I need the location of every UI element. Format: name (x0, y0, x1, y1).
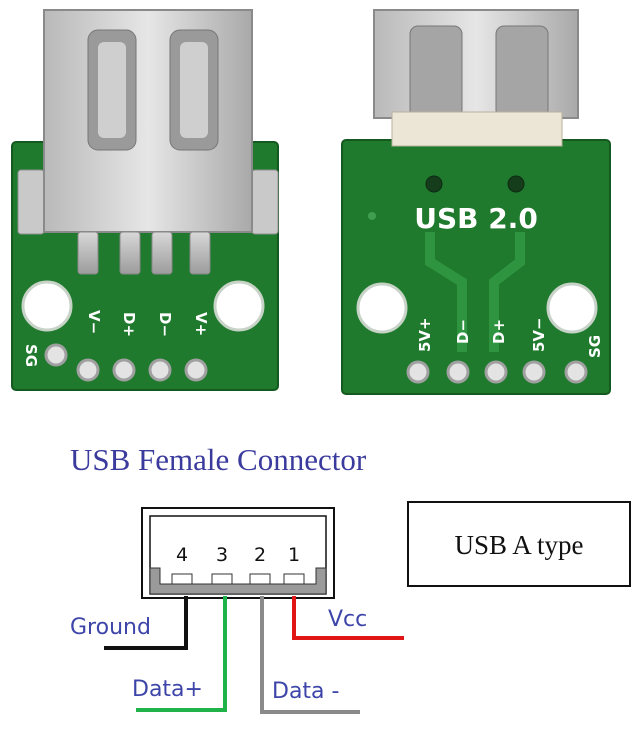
right-label-d-plus: D+ (490, 319, 508, 344)
right-shield-tab (251, 169, 279, 235)
right-board-photo: USB 2.0 5V+ D− D+ 5V− SG (341, 9, 611, 395)
right-pcb (341, 139, 611, 395)
type-label-box: USB A type (407, 501, 631, 587)
pin-number-3: 3 (216, 544, 228, 566)
label-ground: Ground (70, 615, 151, 640)
usb-metal-shell (43, 9, 253, 233)
pin-number-1: 1 (288, 544, 300, 566)
right-label-d-minus: D− (454, 319, 472, 344)
right-label-sg: SG (586, 335, 604, 358)
right-label-5v-minus: 5V− (530, 317, 548, 352)
left-board-photo: SG V− D+ D− V+ (11, 9, 279, 391)
left-label-d-plus: D+ (120, 312, 138, 337)
right-solder-pads (406, 360, 588, 384)
type-label: USB A type (454, 530, 583, 560)
label-data-plus: Data+ (132, 677, 203, 702)
left-solder-pads (44, 343, 208, 382)
left-pin-legs (77, 231, 211, 275)
right-mount-hole-2 (546, 282, 598, 334)
connector-outline (141, 507, 335, 599)
label-vcc: Vcc (328, 607, 367, 632)
left-label-sg: SG (22, 344, 40, 367)
wire-ground (104, 596, 188, 650)
right-board-title: USB 2.0 (414, 202, 538, 235)
left-label-v-minus: V− (85, 310, 103, 334)
diagram-heading: USB Female Connector (70, 442, 367, 477)
wire-data-plus (136, 596, 227, 712)
left-mount-hole-2 (213, 280, 265, 332)
right-mount-hole-1 (356, 282, 408, 334)
wire-vcc (292, 596, 404, 640)
label-data-minus: Data - (272, 679, 339, 704)
pin-number-2: 2 (254, 544, 266, 566)
left-label-d-minus: D− (156, 312, 174, 337)
wire-data-minus (260, 596, 360, 714)
left-label-v-plus: V+ (192, 312, 210, 336)
left-mount-hole-1 (21, 280, 73, 332)
left-shield-tab (17, 169, 45, 235)
pin-number-4: 4 (176, 544, 188, 566)
right-label-5v-plus: 5V+ (416, 317, 434, 352)
connector-plastic-base (391, 111, 563, 147)
